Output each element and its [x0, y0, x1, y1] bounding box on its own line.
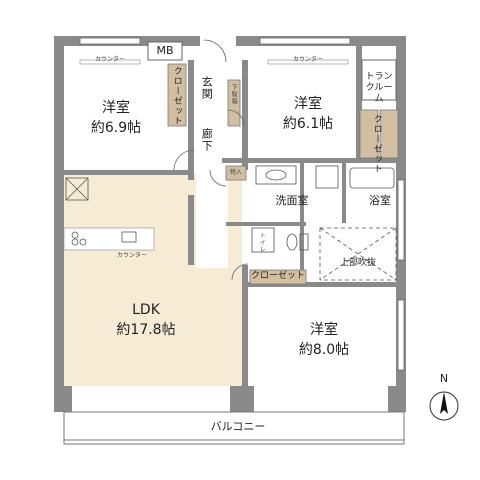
- doors: [173, 39, 249, 281]
- bedroom-nw-size: 約6.9帖: [90, 120, 142, 136]
- hallway-floor: [196, 40, 228, 268]
- mb-label: MB: [156, 44, 174, 57]
- hallway-label: 廊下: [200, 128, 214, 152]
- closet-nw-label: クローゼット: [171, 66, 182, 126]
- closet-ne-label: クローゼット: [371, 114, 382, 174]
- windows: [79, 37, 405, 371]
- bedroom-ne-size: 約6.1帖: [282, 116, 334, 132]
- trunk-room-label: トランクルーム: [365, 72, 393, 104]
- bedroom-ne-floor: [252, 64, 356, 160]
- balcony-area: [63, 411, 405, 445]
- bedroom-ne-type: 洋室: [294, 96, 322, 112]
- void-area: [319, 227, 397, 281]
- kitchen-fixtures: [65, 177, 137, 246]
- bedroom-se-size: 約8.0帖: [298, 342, 350, 358]
- counter-nw-label: カウンター: [94, 56, 125, 63]
- shoe-cabinet-label: 下駄箱: [230, 84, 238, 105]
- toilet-label: トイレ: [258, 232, 266, 253]
- counter-ne-label: カウンター: [292, 56, 323, 63]
- utility-boxes: [147, 41, 397, 101]
- closets: [167, 63, 399, 285]
- ldk-type: LDK: [132, 302, 160, 318]
- closet-se-label: クローゼット: [250, 271, 305, 281]
- bedroom-nw-floor: [63, 64, 167, 172]
- bedroom-nw-type: 洋室: [102, 100, 130, 116]
- bath-label: 浴室: [369, 194, 391, 207]
- void-label: 上部吹抜: [339, 258, 376, 268]
- compass-graphic: [429, 391, 459, 421]
- washroom-label: 洗面室: [275, 194, 309, 207]
- entrance-label: 玄関: [200, 76, 214, 100]
- counter-kitchen-label: カウンター: [116, 252, 147, 259]
- wet-fixtures: [251, 165, 395, 253]
- interior-walls: [63, 46, 398, 390]
- bedroom-se-floor: [248, 287, 398, 387]
- compass-north-label: N: [439, 372, 449, 385]
- bedroom-se-type: 洋室: [310, 322, 338, 338]
- storage-label: 物入: [229, 169, 242, 176]
- counters: [63, 59, 349, 251]
- ldk-size: 約17.8帖: [116, 322, 176, 338]
- balcony-label: バルコニー: [210, 420, 266, 433]
